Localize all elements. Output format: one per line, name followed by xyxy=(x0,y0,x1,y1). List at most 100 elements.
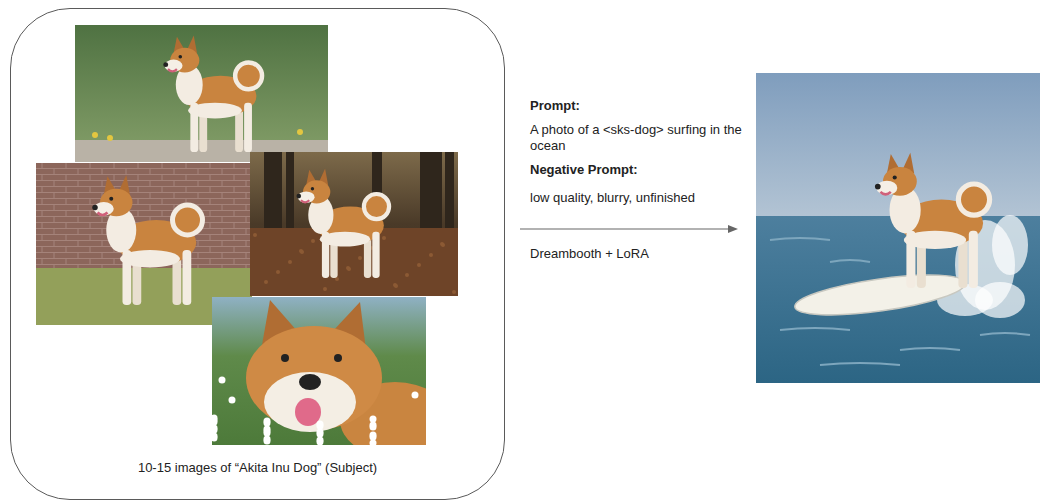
dog-nose xyxy=(299,374,321,390)
leaf-litter xyxy=(417,263,421,267)
flower xyxy=(317,439,324,446)
dog-nose xyxy=(296,194,301,199)
flower xyxy=(297,129,303,135)
dog-leg xyxy=(183,250,192,305)
dog-leg xyxy=(969,231,978,288)
leaf-litter xyxy=(405,273,409,277)
flower xyxy=(317,423,324,430)
water-splash xyxy=(975,282,1025,318)
leaf-litter xyxy=(382,236,386,240)
flower xyxy=(229,397,236,404)
flower xyxy=(264,430,271,437)
flower xyxy=(107,135,113,141)
leaf-litter xyxy=(300,250,304,254)
dog-tongue xyxy=(98,213,108,216)
flower xyxy=(317,431,324,438)
flower xyxy=(264,420,271,427)
dog-figure xyxy=(163,36,262,152)
leaf-litter xyxy=(253,233,257,237)
dog-eye xyxy=(334,354,342,362)
dog-leg xyxy=(123,250,132,305)
dog-eye xyxy=(281,354,289,362)
photo-background xyxy=(75,25,328,162)
group-caption: 10-15 images of “Akita Inu Dog” (Subject… xyxy=(138,460,377,476)
leaf-litter xyxy=(347,267,351,271)
water-splash xyxy=(992,215,1028,275)
dog-figure xyxy=(92,175,202,305)
flower xyxy=(212,419,218,426)
flower xyxy=(92,132,98,138)
flower xyxy=(370,434,377,441)
brick-wall xyxy=(36,163,252,273)
dog-nose xyxy=(875,184,881,190)
flower xyxy=(264,438,271,445)
tree-trunk xyxy=(264,152,282,232)
dog-eye xyxy=(893,175,897,179)
leaf-litter xyxy=(288,260,292,264)
wave xyxy=(830,260,870,262)
photo-background xyxy=(250,152,458,296)
leaf-litter xyxy=(452,290,456,294)
dog-eye xyxy=(311,187,314,190)
tree-trunk xyxy=(445,152,454,232)
dog-leg xyxy=(322,232,329,278)
subject-photo xyxy=(75,25,328,162)
process-arrow-line xyxy=(520,228,729,229)
dog-leg xyxy=(244,103,252,152)
dog-tongue xyxy=(880,192,890,195)
dog-muzzle xyxy=(264,372,356,432)
method-label: Dreambooth + LoRA xyxy=(530,246,649,262)
process-arrowhead xyxy=(728,225,738,233)
flower xyxy=(370,416,377,423)
leaf-litter xyxy=(276,270,280,274)
dog-tail xyxy=(235,62,262,89)
surfboard xyxy=(793,267,968,323)
output-image xyxy=(756,73,1040,383)
wave xyxy=(980,333,1030,335)
tree-trunk xyxy=(286,152,294,232)
flower xyxy=(412,392,419,399)
negative-prompt-text: low quality, blurry, unfinished xyxy=(530,190,695,206)
wave xyxy=(900,348,960,350)
flower xyxy=(219,377,226,384)
dog-nose xyxy=(163,62,168,67)
leaf-litter xyxy=(346,266,350,270)
dog-tail xyxy=(173,205,203,235)
leaf-litter xyxy=(311,239,315,243)
flower xyxy=(212,427,218,434)
flower xyxy=(370,424,377,431)
dog-tongue xyxy=(168,69,177,71)
subject-photo xyxy=(212,297,426,445)
dog-leg xyxy=(190,103,198,152)
dog-leg xyxy=(906,231,915,288)
subject-group-box: 10-15 images of “Akita Inu Dog” (Subject… xyxy=(10,8,505,500)
leaf-litter xyxy=(440,242,444,246)
dog-figure xyxy=(875,153,990,288)
photo-ground xyxy=(250,228,458,296)
wave xyxy=(770,238,830,240)
leaf-litter xyxy=(393,283,397,287)
wave xyxy=(780,328,850,330)
flower xyxy=(212,435,218,442)
sea xyxy=(756,216,1040,383)
wave xyxy=(820,363,900,365)
dog-leg xyxy=(372,232,379,278)
prompt-heading: Prompt: xyxy=(530,98,580,114)
prompt-text: A photo of a <sks-dog> surfing in the oc… xyxy=(530,122,750,154)
dog-eye xyxy=(178,55,182,59)
leaf-litter xyxy=(323,287,327,291)
dog-nose xyxy=(92,205,98,211)
leaf-litter xyxy=(299,249,303,253)
dog-tail xyxy=(958,184,989,215)
dog-figure xyxy=(296,169,389,278)
negative-prompt-heading: Negative Prompt: xyxy=(530,162,638,178)
subject-photo xyxy=(250,152,458,296)
tree-trunk xyxy=(420,152,442,232)
dog-tongue xyxy=(295,398,321,426)
leaf-litter xyxy=(429,253,433,257)
leaf-litter xyxy=(441,243,445,247)
dog-tongue xyxy=(301,200,309,202)
